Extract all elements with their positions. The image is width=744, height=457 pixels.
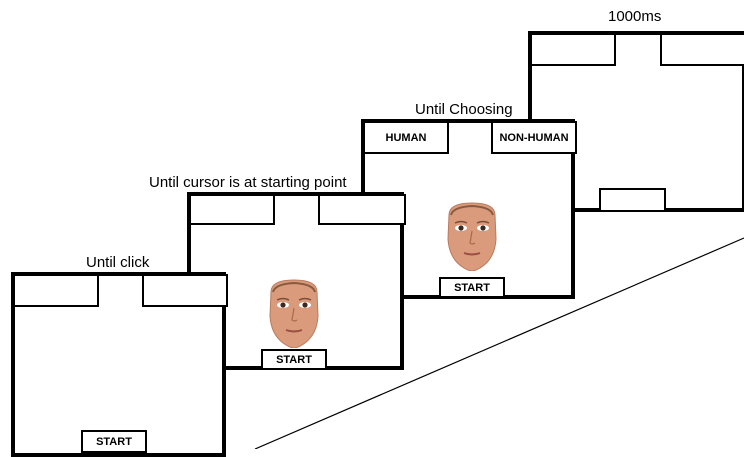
stage-label-until-cursor: Until cursor is at starting point (149, 174, 347, 191)
start-box (599, 188, 666, 212)
non-human-response-box: NON-HUMAN (491, 121, 577, 154)
right-response-box (142, 274, 228, 307)
left-response-box (13, 274, 99, 307)
right-response-box (660, 33, 744, 66)
start-button: START (81, 430, 147, 453)
human-response-box: HUMAN (363, 121, 449, 154)
stage-label-until-choosing: Until Choosing (415, 101, 513, 118)
face-icon (269, 279, 319, 348)
right-response-box (318, 194, 406, 225)
stage-label-1000ms: 1000ms (608, 8, 662, 25)
face-icon (447, 202, 497, 271)
start-button: START (261, 349, 327, 370)
left-response-box (189, 194, 275, 225)
stage-label-until-click: Until click (86, 254, 150, 271)
start-button: START (439, 277, 505, 298)
left-response-box (530, 33, 616, 66)
screen-click-start: START (11, 272, 228, 457)
